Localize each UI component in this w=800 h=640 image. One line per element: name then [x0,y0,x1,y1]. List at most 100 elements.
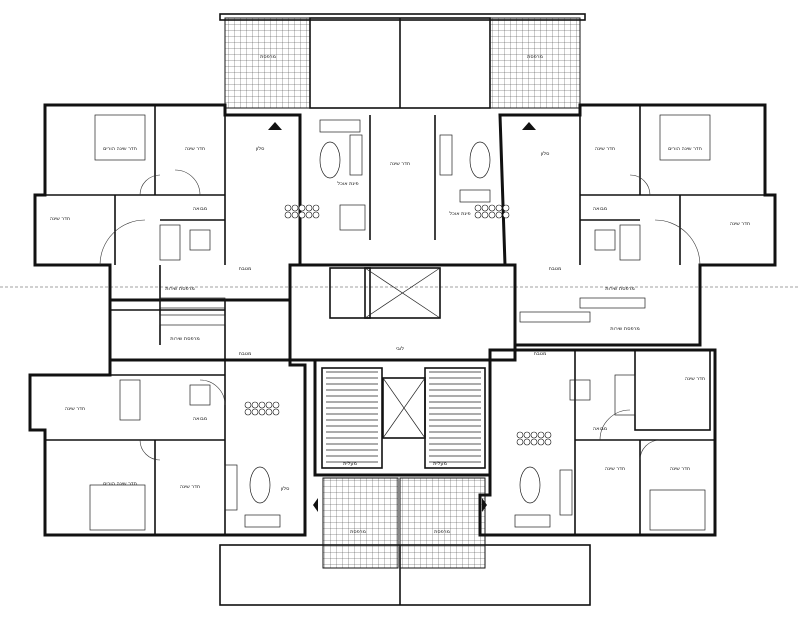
br-kitchen-label: מטבח [534,351,547,357]
marker-circle [265,408,273,416]
marker-circle [495,211,503,219]
bl-living-label: סלון [281,486,290,492]
marker-circle [258,408,266,416]
interior-walls [45,105,765,535]
marker-circle [291,211,299,219]
lift-core [382,377,426,439]
marker-circle [265,401,273,409]
bed-tl [94,114,146,161]
tl-master-label: חדר שינה הורים [103,146,137,152]
tl-mamad-label: חדר שינה [50,216,70,222]
core: לובי [288,263,517,477]
bl-service-label: מרפסת שירות [170,336,200,342]
entry-arrows [268,122,536,512]
balcony-top-right [489,17,581,109]
stair-right [424,367,486,469]
top-shower-label: חדר שינה [390,161,410,167]
marker-circle [474,204,482,212]
br-bedroom1-label: חדר שינה [605,466,625,472]
balcony-top-left [224,17,311,109]
marker-circle [284,204,292,212]
tl-dining-label: פינת אוכל [337,181,358,187]
br-bedroom2-label: חדר שינה [670,466,690,472]
bl-bedroom-label: חדר שינה [180,484,200,490]
tr-dining-label: פינת אוכל [449,211,470,217]
marker-circle [537,431,545,439]
tr-mamad-label: חדר שינה [730,221,750,227]
bed-br [649,489,706,531]
marker-circle [530,438,538,446]
furniture [89,114,711,531]
elevator-1 [329,267,371,319]
marker-circle [244,401,252,409]
marker-circle [258,401,266,409]
tl-kitchen-label: מטבח [239,266,252,272]
building-outline [28,103,777,537]
marker-circle [251,408,259,416]
marker-circle [298,204,306,212]
elevator-shaft [364,267,441,319]
balcony-top-right-label: מרפסת [527,54,543,60]
bed-bl [89,484,146,531]
bottom-balconies: מרפסת מרפסת [219,477,591,606]
marker-circle [312,204,320,212]
marker-circle [537,438,545,446]
marker-circle [481,204,489,212]
marker-circle [488,204,496,212]
bl-mamad-label: חדר שינה [65,406,85,412]
marker-circle [272,401,280,409]
top-balconies: מרפסת מרפסת [219,13,586,109]
marker-circle [312,211,320,219]
marker-circle [544,431,552,439]
tl-living-label: סלון [256,146,265,152]
marker-circle [502,211,510,219]
marker-circle [298,211,306,219]
stair-left [321,367,383,469]
tr-master-label: חדר שינה הורים [668,146,702,152]
marker-circle [481,211,489,219]
tr-living-label: סלון [541,151,550,157]
stair-treads [326,371,481,463]
marker-circle [544,438,552,446]
marker-circle [244,408,252,416]
marker-circle [272,408,280,416]
doors [99,169,701,461]
bl-master-label: חדר שינה הורים [103,481,137,487]
bl-corridor-label: מבואה [193,416,207,422]
marker-circle [523,431,531,439]
marker-circle [516,438,524,446]
balcony-bottom-right-label: מרפסת [434,529,450,535]
marker-circle [305,204,313,212]
right-elevator-label: מעלית [433,461,447,467]
tr-bedroom-label: חדר שינה [595,146,615,152]
bottom-ledge [219,544,591,606]
tl-bedroom-label: חדר שינה [185,146,205,152]
left-elevator-label: מעלית [343,461,357,467]
tl-service-label: מרפסת שירות [165,286,195,292]
marker-circle [305,211,313,219]
tr-service-label: מרפסת שירות [605,286,635,292]
tr-kitchen-label: מטבח [549,266,562,272]
marker-circle [530,431,538,439]
marker-circle [291,204,299,212]
br-corridor-label: מבואה [593,426,607,432]
bed-tr [659,114,711,161]
bl-kitchen-label: מטבח [239,351,252,357]
tl-corridor-label: מבואה [193,206,207,212]
lobby-label: לובי [396,346,404,352]
marker-circle [488,211,496,219]
marker-circle [251,401,259,409]
balcony-bottom-right [399,477,486,569]
marker-circle [474,211,482,219]
balcony-bottom-left-label: מרפסת [350,529,366,535]
marker-circle [516,431,524,439]
marker-circle [523,438,531,446]
tr-corridor-label: מבואה [593,206,607,212]
balcony-bottom-left [322,477,399,569]
marker-circle [284,211,292,219]
dimension-markers [244,204,552,446]
br-service-label: מרפסת שירות [610,326,640,332]
marker-circle [495,204,503,212]
